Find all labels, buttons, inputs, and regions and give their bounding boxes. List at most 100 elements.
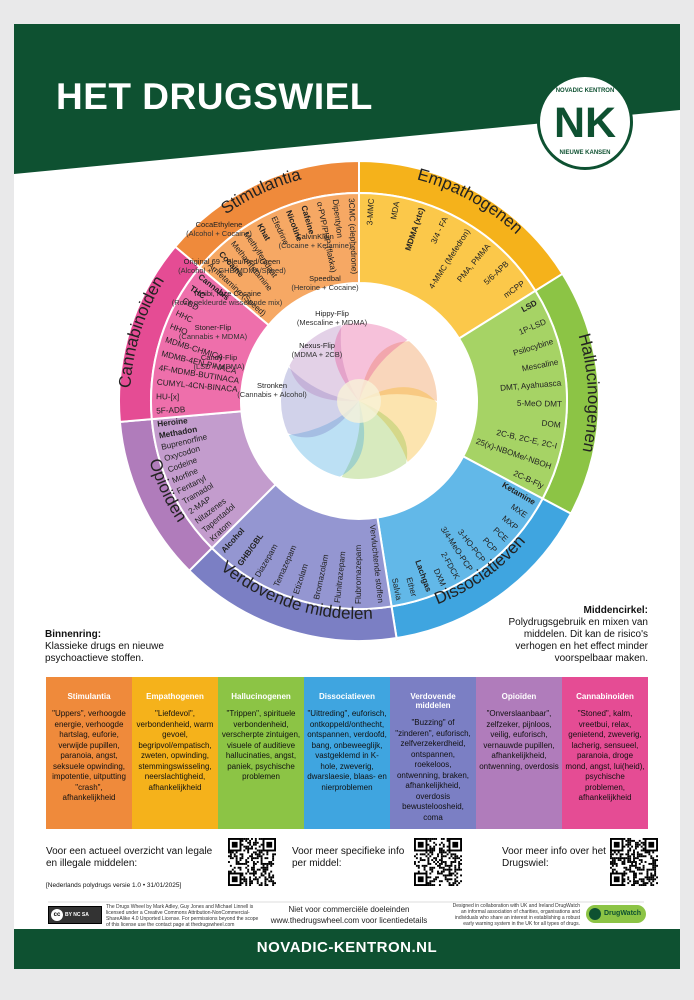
qr-module <box>251 866 253 869</box>
qr-module <box>429 866 432 869</box>
drugwatch-icon <box>589 908 601 920</box>
qr-module <box>625 872 628 875</box>
qr-module <box>629 859 632 862</box>
qr-module <box>646 878 649 881</box>
commercial-notice-line2: www.thedrugswheel.com voor licentiedetai… <box>270 916 428 925</box>
qr-module <box>419 859 422 862</box>
qr-module <box>623 870 626 873</box>
qr-module <box>435 838 438 840</box>
qr-module <box>256 880 259 883</box>
qr-module <box>256 841 259 844</box>
drug-label: Flubromazepam <box>354 545 363 604</box>
qr-module <box>260 859 263 862</box>
qr-module <box>638 853 641 856</box>
qr-module <box>627 838 630 840</box>
qr-module <box>264 862 267 865</box>
qr-module <box>633 839 635 842</box>
qr-module <box>423 866 426 869</box>
qr-module <box>249 884 252 886</box>
qr-module <box>631 864 634 867</box>
qr-module <box>638 878 641 881</box>
qr-module <box>452 861 455 863</box>
qr-module <box>425 864 428 867</box>
qr-module <box>648 878 651 881</box>
qr-module <box>266 866 269 869</box>
qr-module <box>619 857 622 860</box>
qr-module <box>640 872 643 875</box>
novadic-kentron-logo[interactable]: NOVADIC KENTRON NK NIEUWE KANSEN <box>537 74 633 170</box>
qr-module <box>245 872 248 875</box>
drugwatch-logo[interactable]: DrugWatch <box>586 905 646 923</box>
qr-module <box>433 866 436 869</box>
qr-module <box>454 859 457 862</box>
qr-module <box>231 868 234 871</box>
qr-module <box>262 868 265 871</box>
qr-module <box>638 884 641 886</box>
qr-module <box>611 868 614 871</box>
qr-module <box>254 870 257 873</box>
qr-module <box>264 878 267 881</box>
qr-module <box>448 874 451 877</box>
website-url[interactable]: NOVADIC-KENTRON.NL <box>256 939 438 956</box>
qr-module <box>448 882 451 885</box>
qr-module <box>239 859 242 862</box>
qr-module <box>228 851 230 854</box>
qr-module <box>440 870 443 873</box>
qr-module <box>452 841 459 848</box>
qr-module <box>610 861 612 863</box>
qr-module <box>634 841 637 844</box>
qr-module <box>629 857 632 860</box>
qr-module <box>266 862 269 865</box>
qr-module <box>446 868 449 871</box>
qr-module <box>429 845 432 848</box>
qr-module <box>611 862 614 865</box>
qr-module <box>440 847 443 850</box>
qr-module <box>247 868 250 871</box>
qr-module <box>631 884 634 886</box>
qr-module <box>642 843 645 846</box>
qr-module <box>272 859 275 862</box>
qr-module <box>611 859 614 862</box>
qr-module <box>642 847 645 850</box>
combo-name: CalvinKlein <box>296 232 334 241</box>
qr-code-wheel[interactable] <box>610 838 658 886</box>
qr-module <box>421 864 424 867</box>
qr-module <box>629 843 632 846</box>
drug-label: 3-MMC <box>365 198 376 225</box>
qr-module <box>640 868 643 871</box>
qr-module <box>247 857 250 860</box>
qr-module <box>633 864 635 867</box>
qr-module <box>448 851 451 854</box>
combo-name: Stoner-Flip <box>195 323 232 332</box>
qr-module <box>440 838 443 840</box>
qr-module <box>272 876 275 879</box>
qr-code-overview[interactable] <box>228 838 276 886</box>
qr-module <box>414 855 416 858</box>
qr-module <box>264 880 267 883</box>
effect-box-1: Empathogenen"Liefdevol", verbondenheid, … <box>132 677 218 829</box>
qr-module <box>617 851 620 854</box>
qr-module <box>437 855 439 858</box>
qr-module <box>427 843 430 846</box>
cc-license-badge[interactable]: cc BY NC SA <box>48 906 102 924</box>
qr-text-wheel: Voor meer info over het Drugswiel: <box>502 846 606 869</box>
qr-module <box>652 884 655 886</box>
qr-module <box>264 882 267 885</box>
qr-module <box>258 849 261 852</box>
qr-module <box>243 845 246 848</box>
qr-module <box>640 884 643 886</box>
version-text: [Nederlands polydrugs versie 1.0 • 31/01… <box>46 882 182 889</box>
qr-module <box>229 855 232 858</box>
qr-module <box>454 857 457 860</box>
qr-module <box>633 870 635 873</box>
qr-module <box>245 859 248 862</box>
qr-module <box>431 868 434 871</box>
qr-module <box>440 857 443 860</box>
qr-code-specific[interactable] <box>414 838 462 886</box>
qr-module <box>623 880 626 883</box>
qr-module <box>252 843 255 846</box>
qr-module <box>251 853 253 856</box>
qr-module <box>629 849 632 852</box>
qr-module <box>627 851 630 854</box>
qr-module <box>656 882 658 885</box>
